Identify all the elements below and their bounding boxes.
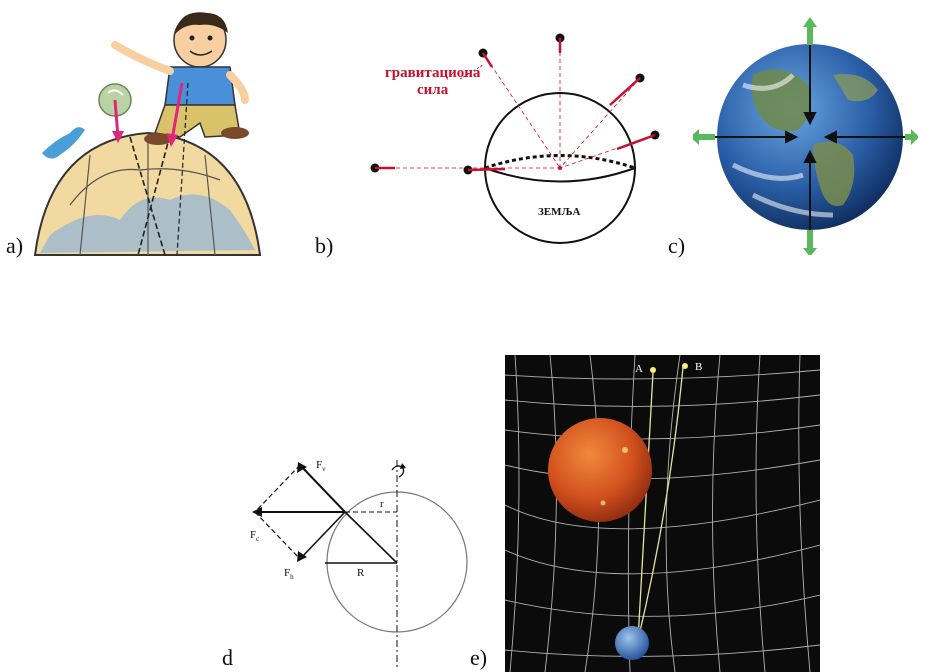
label-point-b: B bbox=[695, 361, 702, 373]
label-fv: Fv bbox=[316, 459, 326, 473]
label-d: d bbox=[222, 645, 233, 671]
label-fc: Fc bbox=[250, 529, 259, 543]
label-fh: Fh bbox=[284, 567, 294, 581]
grav-label-line1: гравитациона bbox=[385, 65, 481, 81]
panel-c-earth-arrows bbox=[693, 15, 918, 255]
sun-sphere bbox=[548, 418, 652, 522]
star-b bbox=[682, 363, 688, 369]
splash-shape bbox=[42, 127, 85, 158]
label-point-a: A bbox=[635, 363, 643, 375]
space-background bbox=[505, 355, 820, 672]
earth-small bbox=[615, 626, 649, 660]
grav-label-line2: сила bbox=[417, 82, 449, 98]
star-a bbox=[650, 367, 656, 373]
panel-b-gravity-diagram: гравитациона сила ЗЕМЉА bbox=[355, 25, 665, 260]
panel-e-spacetime: A B bbox=[505, 355, 820, 672]
label-a: a) bbox=[6, 233, 23, 259]
label-b: b) bbox=[315, 233, 333, 259]
label-e: e) bbox=[470, 645, 487, 671]
panel-d-force-diagram: Fv Fc Fh r R bbox=[240, 455, 475, 670]
label-c: c) bbox=[668, 233, 685, 259]
panel-a-boy-on-globe bbox=[30, 5, 265, 260]
boy-shirt bbox=[165, 67, 235, 105]
label-r-big: R bbox=[357, 567, 365, 579]
earth-label: ЗЕМЉА bbox=[538, 206, 581, 218]
label-r-small: r bbox=[380, 498, 384, 510]
